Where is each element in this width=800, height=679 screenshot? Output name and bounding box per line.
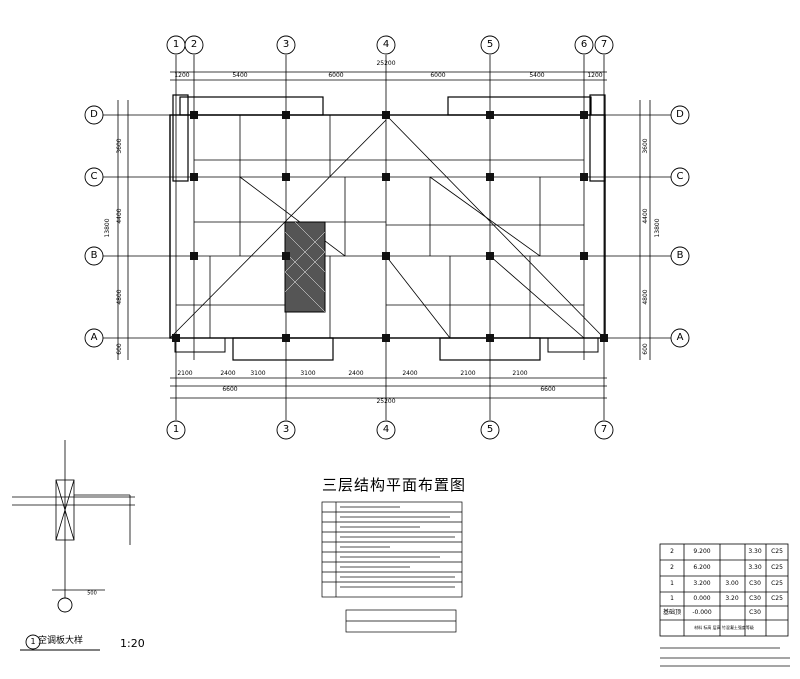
level-table-cell: -0.000 — [692, 609, 712, 616]
level-table-cell: 3.200 — [693, 580, 711, 587]
axis-label-bottom: 1 — [172, 424, 180, 435]
dim-text-top: 1200 — [174, 72, 190, 79]
dim-text-right: 600 — [642, 343, 649, 355]
detail-scale: 1:20 — [120, 637, 145, 650]
level-table-cell: 3.20 — [725, 595, 739, 602]
dim-text-top: 5400 — [529, 72, 545, 79]
dim-text-bottom: 2100 — [177, 370, 193, 377]
dim-text-bottom2: 6600 — [222, 386, 238, 393]
dim-text-left: 600 — [116, 343, 123, 355]
dim-text-top: 6000 — [328, 72, 344, 79]
dim-text-top: 5400 — [232, 72, 248, 79]
axis-label-left: D — [90, 109, 98, 120]
dim-text-bottom: 2100 — [512, 370, 528, 377]
level-table-cell: 9.200 — [693, 548, 711, 555]
dim-text-bottom2: 6600 — [540, 386, 556, 393]
level-table-cell: C30 — [749, 595, 761, 602]
axis-label-top: 7 — [600, 39, 608, 50]
level-table-cell: 基础顶 — [662, 609, 682, 616]
dim-text-top-total: 25200 — [376, 60, 396, 67]
level-table-cell: C25 — [771, 548, 783, 555]
axis-label-right: B — [676, 250, 684, 261]
dim-text-right: 3600 — [642, 138, 649, 154]
detail-number: 1 — [30, 637, 36, 646]
dim-text-right: 4400 — [642, 208, 649, 224]
axis-label-top: 4 — [382, 39, 390, 50]
level-table-cell: 3.00 — [725, 580, 739, 587]
dim-text-bottom: 2400 — [220, 370, 236, 377]
level-table-cell: C30 — [749, 580, 761, 587]
dim-text-left: 4400 — [116, 208, 123, 224]
axis-label-bottom: 3 — [282, 424, 290, 435]
axis-label-left: C — [90, 171, 98, 182]
dim-text-left-total: 13800 — [104, 218, 111, 238]
level-table-cell: C30 — [749, 609, 761, 616]
axis-label-right: C — [676, 171, 684, 182]
axis-label-top: 1 — [172, 39, 180, 50]
dim-text-bottom: 3100 — [300, 370, 316, 377]
level-table-cell: 2 — [670, 564, 674, 571]
dim-text-bottom-total: 25200 — [376, 398, 396, 405]
dim-text-bottom: 2400 — [402, 370, 418, 377]
dim-text-right-total: 13800 — [654, 218, 661, 238]
dim-text-right: 4800 — [642, 289, 649, 305]
level-table-footer: 材料 标高 层高 竹混凝土强度等级 — [694, 625, 754, 630]
level-table-cell: 6.200 — [693, 564, 711, 571]
axis-label-bottom: 7 — [600, 424, 608, 435]
detail-dim-text: 500 — [87, 590, 97, 597]
level-table-cell: 1 — [670, 580, 674, 587]
axis-label-left: A — [90, 332, 98, 343]
stair-void — [284, 221, 326, 313]
level-table-cell: C25 — [771, 595, 783, 602]
axis-label-right: A — [676, 332, 684, 343]
axis-label-top: 3 — [282, 39, 290, 50]
level-table-cell: 3.30 — [748, 564, 762, 571]
dim-text-bottom: 2400 — [348, 370, 364, 377]
dim-text-top: 6000 — [430, 72, 446, 79]
axis-label-bottom: 5 — [486, 424, 494, 435]
axis-label-right: D — [676, 109, 684, 120]
axis-label-top: 5 — [486, 39, 494, 50]
level-table-cell: 2 — [670, 548, 674, 555]
dim-text-left: 3600 — [116, 138, 123, 154]
axis-label-bottom: 4 — [382, 424, 390, 435]
level-table-cell: C25 — [771, 580, 783, 587]
level-table-cell: 0.000 — [693, 595, 711, 602]
dim-text-bottom: 3100 — [250, 370, 266, 377]
drawing-title: 三层结构平面布置图 — [322, 476, 467, 494]
dim-text-left: 4800 — [116, 289, 123, 305]
axis-label-left: B — [90, 250, 98, 261]
level-table-cell: C25 — [771, 564, 783, 571]
level-table-cell: 1 — [670, 595, 674, 602]
axis-label-top: 2 — [190, 39, 198, 50]
detail-name: 空调板大样 — [38, 636, 84, 646]
dim-text-bottom: 2100 — [460, 370, 476, 377]
level-table — [659, 543, 789, 637]
axis-label-top: 6 — [580, 39, 588, 50]
level-table-cell: 3.30 — [748, 548, 762, 555]
dim-text-top: 1200 — [587, 72, 603, 79]
